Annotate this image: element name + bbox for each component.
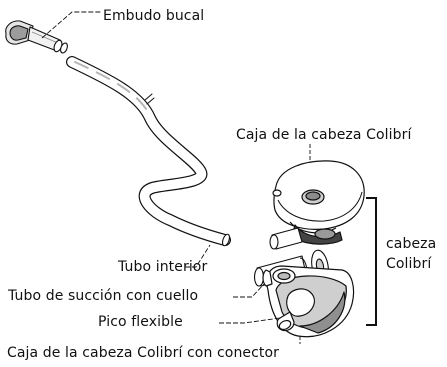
group-bracket xyxy=(366,197,377,326)
label-tubo-succion: Tubo de succión con cuello xyxy=(8,288,199,304)
label-group-line2: Colibrí xyxy=(386,256,432,272)
leader-embudo xyxy=(41,11,101,39)
label-caja-conector: Caja de la cabeza Colibrí con conector xyxy=(7,345,280,361)
leader-tubo-succion xyxy=(233,283,265,298)
label-tubo-interior: Tubo interior xyxy=(118,259,208,275)
label-caja-cabeza: Caja de la cabeza Colibrí xyxy=(236,127,412,143)
label-group-line1: cabeza xyxy=(386,236,437,252)
mouthpiece-part xyxy=(5,20,68,54)
label-pico-flexible: Pico flexible xyxy=(98,314,183,330)
head-housing-bottom xyxy=(262,265,355,338)
hose xyxy=(66,56,231,247)
head-housing-top xyxy=(272,160,365,245)
leader-pico-flexible xyxy=(219,317,281,324)
leader-tubo-interior xyxy=(185,244,211,268)
label-cabeza-colibri-group: cabeza Colibrí xyxy=(386,234,436,274)
label-embudo-bucal: Embudo bucal xyxy=(103,8,205,24)
